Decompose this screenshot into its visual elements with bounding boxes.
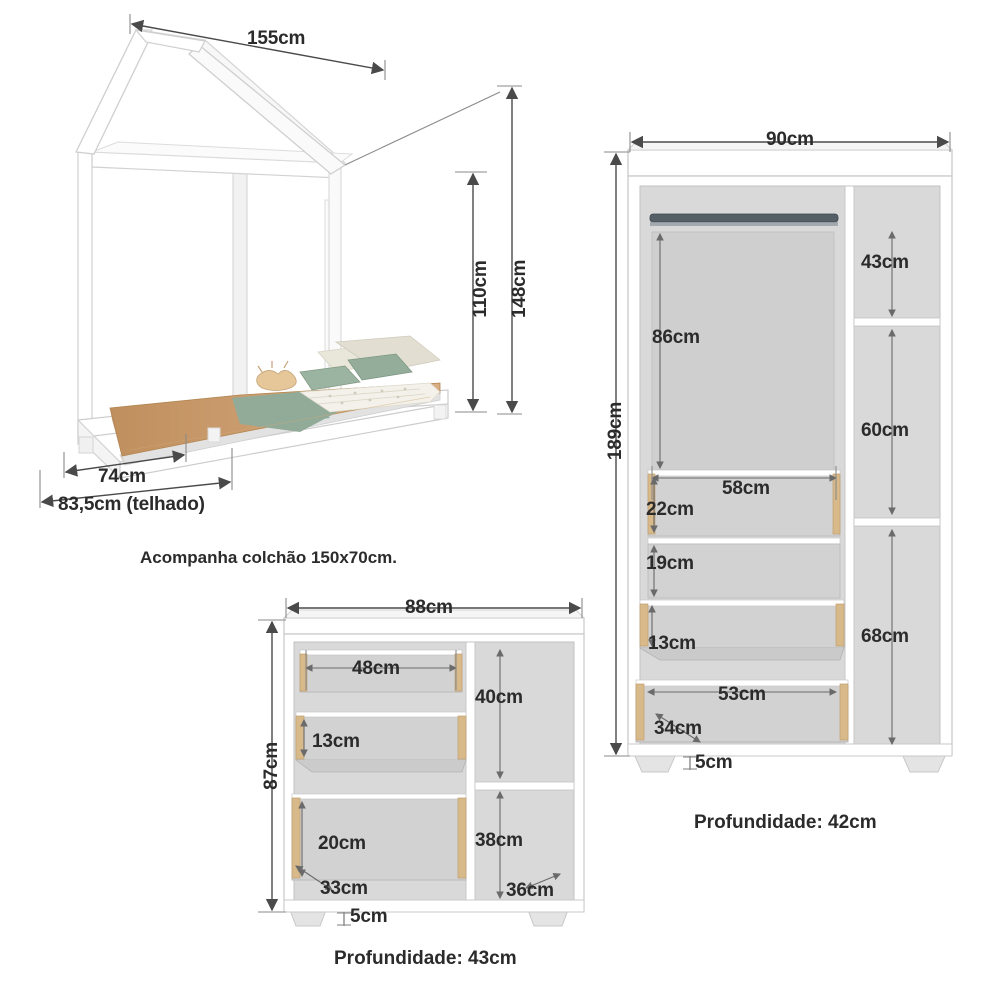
wardrobe-dim-58: 58cm <box>722 478 770 499</box>
wardrobe-illustration <box>626 141 954 773</box>
wardrobe-dim-53: 53cm <box>718 684 766 705</box>
dresser-dim-13: 13cm <box>312 731 360 752</box>
wardrobe-dim-5: 5cm <box>695 752 733 773</box>
dresser-dim-48: 48cm <box>352 658 400 679</box>
wardrobe-dim-60: 60cm <box>861 420 909 441</box>
wardrobe-caption: Profundidade: 42cm <box>694 812 877 833</box>
bed-caption: Acompanha colchão 150x70cm. <box>140 548 398 567</box>
dresser-dim-40: 40cm <box>475 687 523 708</box>
bed-dim-835: 83,5cm (telhado) <box>58 494 205 515</box>
dresser-dim-33: 33cm <box>320 878 368 899</box>
wardrobe-dim-90: 90cm <box>766 129 814 150</box>
bed-dim-155: 155cm <box>247 28 306 49</box>
bed-dim-110: 110cm <box>470 260 491 318</box>
bed-dimension-lines <box>39 14 522 508</box>
wardrobe-dim-68: 68cm <box>861 626 909 647</box>
wardrobe-dim-34: 34cm <box>654 718 702 739</box>
wardrobe-dimension-lines <box>604 132 951 770</box>
wardrobe-dim-22: 22cm <box>646 499 694 520</box>
dresser-illustration <box>282 609 586 927</box>
wardrobe-dim-86: 86cm <box>652 327 700 348</box>
dresser-caption: Profundidade: 43cm <box>334 948 517 969</box>
dresser-dimension-lines <box>258 598 583 926</box>
wardrobe-dim-13: 13cm <box>648 633 696 654</box>
wardrobe-dim-19: 19cm <box>646 553 694 574</box>
dresser-dim-36: 36cm <box>506 880 554 901</box>
dresser-dim-20: 20cm <box>318 833 366 854</box>
wardrobe-dim-43: 43cm <box>861 252 909 273</box>
dresser-dim-5: 5cm <box>350 906 388 927</box>
dresser-dim-88: 88cm <box>405 597 453 618</box>
bed-dim-74: 74cm <box>98 466 146 487</box>
dresser-dim-38: 38cm <box>475 830 523 851</box>
wardrobe-dim-189: 189cm <box>605 401 626 461</box>
bed-illustration <box>75 29 449 480</box>
bed-dim-148: 148cm <box>509 259 530 318</box>
dresser-dim-87: 87cm <box>261 742 282 790</box>
